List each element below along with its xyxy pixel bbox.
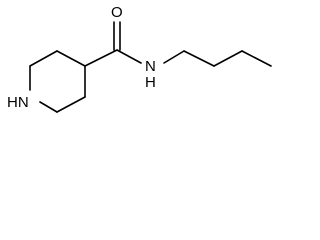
- butyl-bond-c3-c4: [241, 50, 272, 67]
- ring-bond-c1-n: [39, 101, 58, 113]
- ring-bond-c4-c5: [56, 50, 86, 67]
- amide-bond: [116, 49, 142, 64]
- structure-canvas: HN O N H: [7, 4, 272, 113]
- bond-ring-to-carbonyl: [84, 49, 118, 67]
- butyl-bond-c2-c3: [213, 50, 243, 67]
- ring-nitrogen-label: HN: [7, 94, 29, 111]
- butyl-bond-n-c1: [163, 50, 185, 64]
- molecule-structure: HN O N H: [7, 4, 272, 113]
- amide-nitrogen-label: N: [145, 58, 156, 75]
- butyl-bond-c1-c2: [183, 50, 215, 67]
- amide-hydrogen-label: H: [145, 74, 156, 91]
- oxygen-label: O: [111, 4, 123, 21]
- ring-bond-c3-c4: [29, 50, 58, 67]
- ring-bond-c6-c1: [56, 96, 86, 113]
